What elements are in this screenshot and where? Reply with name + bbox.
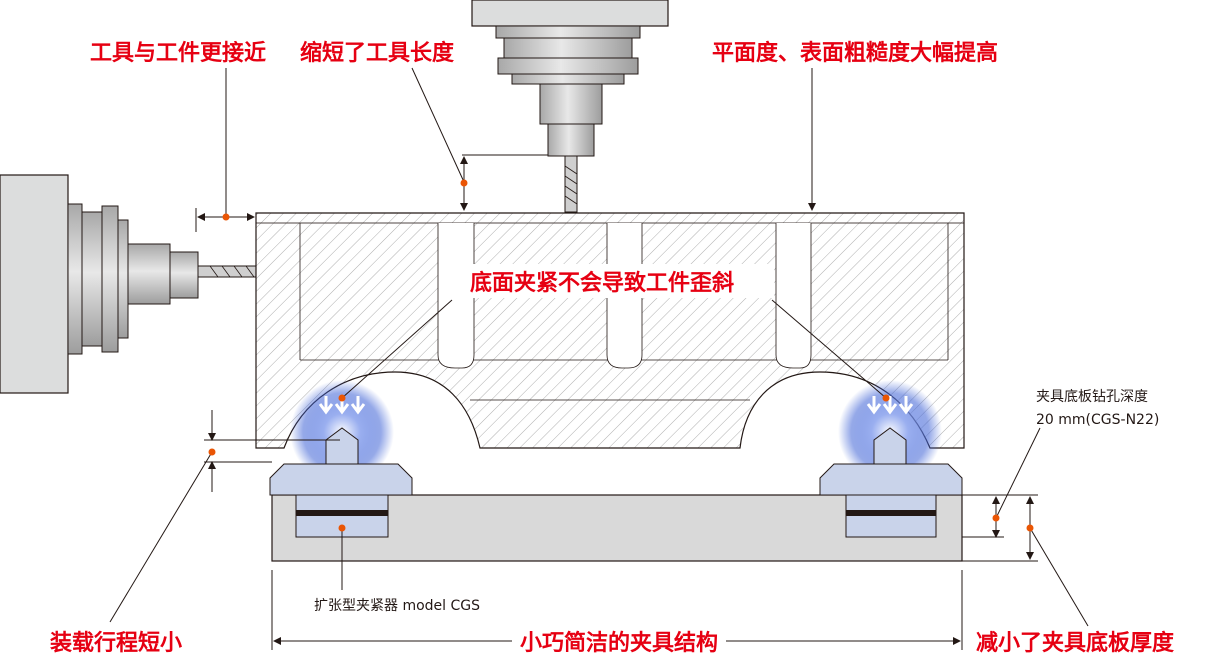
horizontal-spindle xyxy=(0,174,257,394)
label-flatness: 平面度、表面粗糙度大幅提高 xyxy=(712,40,998,66)
label-short-stroke: 装载行程短小 xyxy=(50,630,182,656)
dimension-dot-icon xyxy=(222,213,230,221)
dimension-dot-icon xyxy=(208,448,216,456)
left-clamp xyxy=(269,380,413,538)
clamp-arrow-icon xyxy=(866,396,914,415)
workpiece xyxy=(255,212,965,449)
dimension-dot-icon xyxy=(338,394,346,402)
label-shorter-tool: 缩短了工具长度 xyxy=(300,40,455,66)
dimension-dot-icon xyxy=(1026,524,1034,532)
label-clamp-model: 扩张型夹紧器 model CGS xyxy=(314,598,480,614)
dimension-dot-icon xyxy=(338,524,346,532)
dimension-dot-icon xyxy=(460,179,468,187)
label-base-drill-depth: 夹具底板钻孔深度 xyxy=(1036,389,1148,405)
label-thinner-base: 减小了夹具底板厚度 xyxy=(976,630,1175,656)
label-base-drill-depth-value: 20 mm(CGS-N22) xyxy=(1036,412,1159,428)
dimension-dot-icon xyxy=(992,514,1000,522)
dimension-dots xyxy=(208,179,1034,532)
dimension-lines xyxy=(109,67,1089,650)
label-tool-closer: 工具与工件更接近 xyxy=(90,40,266,66)
label-simple-fixture: 小巧简洁的夹具结构 xyxy=(520,630,718,656)
label-no-tilt: 底面夹紧不会导致工件歪斜 xyxy=(470,270,734,296)
no-tilt-label-bg xyxy=(462,264,774,298)
dimension-dot-icon xyxy=(882,394,890,402)
vertical-spindle xyxy=(471,0,669,213)
clamp-arrow-icon xyxy=(318,396,366,415)
drill-bit-icon xyxy=(564,155,578,213)
right-clamp xyxy=(819,380,963,538)
